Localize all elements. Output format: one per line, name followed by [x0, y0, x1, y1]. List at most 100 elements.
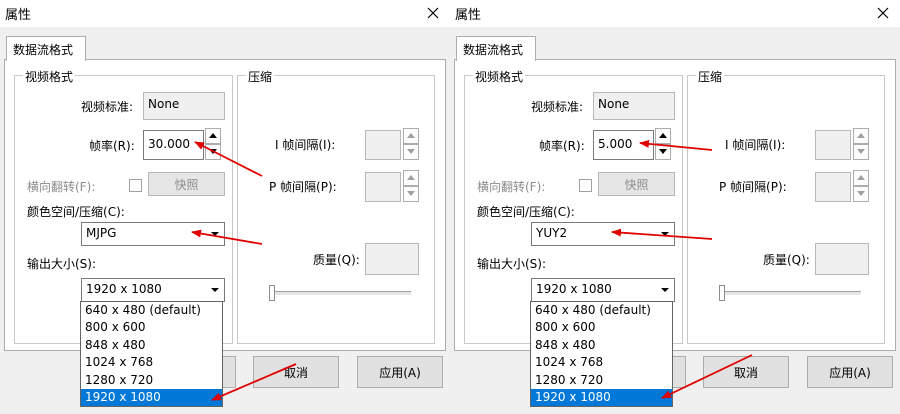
cancel-button[interactable]: 取消 [703, 356, 789, 388]
triangle-up-icon [659, 133, 667, 138]
iframe-interval-label: I 帧间隔(I): [725, 138, 786, 152]
pframe-interval-input[interactable] [365, 172, 401, 202]
framerate-down-button[interactable] [205, 144, 221, 160]
dropdown-item[interactable]: 1280 x 720 [85, 372, 154, 387]
triangle-down-icon [407, 149, 415, 154]
colorspace-combo[interactable]: MJPG [81, 222, 225, 246]
triangle-down-icon [407, 191, 415, 196]
snapshot-label: 快照 [624, 178, 649, 192]
output-size-value: 1920 x 1080 [536, 282, 612, 296]
tab-stream-format[interactable]: 数据流格式 [456, 36, 536, 61]
quality-input[interactable] [815, 243, 869, 275]
dropdown-item[interactable]: 640 x 480 (default) [85, 303, 201, 317]
quality-input[interactable] [365, 243, 419, 275]
pframe-up-button[interactable] [853, 170, 869, 186]
framerate-input[interactable]: 30.000 [143, 130, 204, 160]
tab-label: 数据流格式 [463, 43, 524, 57]
snapshot-button[interactable]: 快照 [148, 172, 225, 196]
properties-dialog-right: 属性 数据流格式 视频格式 压缩 视频标准: None 帧率(R): 5.000… [450, 0, 900, 414]
iframe-up-button[interactable] [853, 128, 869, 144]
apply-button[interactable]: 应用(A) [357, 356, 443, 388]
video-standard-value: None [148, 97, 180, 111]
framerate-label: 帧率(R): [539, 139, 585, 153]
pframe-spinner [403, 170, 419, 202]
compression-group: 压缩 [687, 68, 885, 344]
properties-dialog-left: 属性 数据流格式 视频格式 压缩 视频标准: None 帧率(R): 30.00… [0, 0, 450, 414]
triangle-up-icon [407, 175, 415, 180]
chevron-down-icon [211, 232, 219, 236]
video-format-legend: 视频格式 [473, 68, 526, 85]
flip-checkbox[interactable] [129, 179, 142, 192]
quality-slider-track[interactable] [269, 291, 411, 296]
iframe-spinner [853, 128, 869, 160]
pframe-up-button[interactable] [403, 170, 419, 186]
quality-slider-track[interactable] [719, 291, 861, 296]
tab-label: 数据流格式 [13, 43, 74, 57]
pframe-interval-label: P 帧间隔(P): [719, 180, 787, 194]
dropdown-item-selected[interactable]: 1920 x 1080 [81, 388, 222, 407]
dropdown-item-selected[interactable]: 1920 x 1080 [531, 388, 672, 407]
dropdown-item[interactable]: 640 x 480 (default) [535, 303, 651, 317]
tab-panel: 视频格式 压缩 视频标准: None 帧率(R): 5.000 横向翻转(F):… [454, 59, 896, 351]
title-bar: 属性 [450, 0, 900, 27]
flip-label: 横向翻转(F): [27, 180, 96, 194]
output-size-dropdown: 640 x 480 (default) 800 x 600 848 x 480 … [530, 301, 673, 408]
dropdown-item[interactable]: 800 x 600 [535, 320, 596, 335]
apply-button[interactable]: 应用(A) [807, 356, 893, 388]
pframe-interval-input[interactable] [815, 172, 851, 202]
pframe-down-button[interactable] [403, 186, 419, 202]
compression-legend: 压缩 [696, 68, 725, 85]
snapshot-button[interactable]: 快照 [598, 172, 675, 196]
iframe-interval-input[interactable] [815, 130, 851, 160]
colorspace-label: 颜色空间/压缩(C): [27, 205, 125, 219]
framerate-up-button[interactable] [655, 128, 671, 144]
colorspace-combo[interactable]: YUY2 [531, 222, 675, 246]
iframe-down-button[interactable] [853, 144, 869, 160]
pframe-down-button[interactable] [853, 186, 869, 202]
close-icon [427, 7, 439, 19]
dropdown-item[interactable]: 1024 x 768 [535, 355, 604, 370]
dropdown-item[interactable]: 848 x 480 [85, 337, 146, 352]
chevron-down-icon [661, 232, 669, 236]
dropdown-item[interactable]: 1024 x 768 [85, 355, 154, 370]
video-standard-value: None [598, 97, 630, 111]
flip-label: 横向翻转(F): [477, 180, 546, 194]
video-standard-label: 视频标准: [531, 100, 584, 114]
dropdown-item[interactable]: 1280 x 720 [535, 372, 604, 387]
video-format-legend: 视频格式 [23, 68, 76, 85]
close-button[interactable] [872, 2, 894, 24]
colorspace-value: MJPG [86, 226, 117, 240]
iframe-down-button[interactable] [403, 144, 419, 160]
framerate-up-button[interactable] [205, 128, 221, 144]
dropdown-item[interactable]: 800 x 600 [85, 320, 146, 335]
cancel-label: 取消 [733, 366, 758, 380]
output-size-label: 输出大小(S): [477, 257, 547, 271]
tab-stream-format[interactable]: 数据流格式 [6, 36, 86, 61]
framerate-value: 30.000 [148, 137, 190, 151]
cancel-button[interactable]: 取消 [253, 356, 339, 388]
iframe-interval-input[interactable] [365, 130, 401, 160]
flip-checkbox[interactable] [579, 179, 592, 192]
video-standard-field: None [143, 92, 225, 120]
close-button[interactable] [422, 2, 444, 24]
quality-slider-thumb[interactable] [269, 285, 275, 301]
triangle-down-icon [209, 149, 217, 154]
output-size-combo[interactable]: 1920 x 1080 [531, 278, 675, 302]
video-standard-label: 视频标准: [81, 100, 134, 114]
compression-legend: 压缩 [246, 68, 275, 85]
framerate-label: 帧率(R): [89, 139, 135, 153]
quality-slider-thumb[interactable] [719, 285, 725, 301]
close-icon [877, 7, 889, 19]
colorspace-label: 颜色空间/压缩(C): [477, 205, 575, 219]
tab-panel: 视频格式 压缩 视频标准: None 帧率(R): 30.000 横向翻转(F)… [4, 59, 446, 351]
iframe-interval-label: I 帧间隔(I): [275, 138, 336, 152]
triangle-down-icon [857, 191, 865, 196]
framerate-spinner [205, 128, 221, 160]
framerate-down-button[interactable] [655, 144, 671, 160]
output-size-combo[interactable]: 1920 x 1080 [81, 278, 225, 302]
quality-label: 质量(Q): [763, 253, 810, 267]
apply-label: 应用(A) [829, 366, 871, 380]
dropdown-item[interactable]: 848 x 480 [535, 337, 596, 352]
iframe-up-button[interactable] [403, 128, 419, 144]
framerate-input[interactable]: 5.000 [593, 130, 654, 160]
